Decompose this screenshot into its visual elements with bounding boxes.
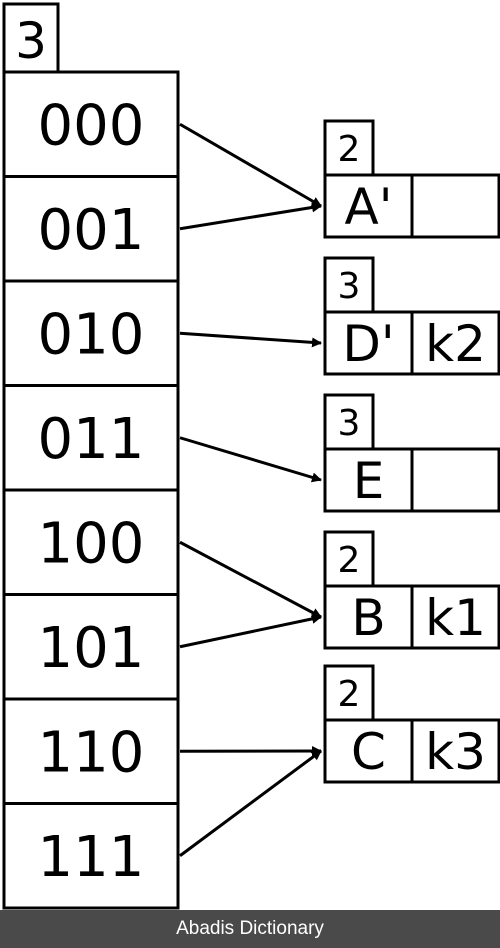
bucket-slot [323, 447, 414, 513]
pointer-arrow [179, 540, 322, 619]
bucket-slot-value: E [353, 452, 385, 510]
bucket-slot [323, 310, 414, 376]
pointer-arrow [179, 122, 322, 208]
pointer-arrow [179, 436, 322, 483]
directory: 000 001 010 011 100 101 110 111 [2, 70, 180, 910]
bucket: 2A' [323, 119, 500, 239]
directory-key: 001 [38, 198, 145, 263]
pointer-arrow [179, 749, 322, 857]
directory-cell: 110 [2, 697, 180, 805]
bucket-slot [410, 718, 500, 784]
local-depth-box [323, 119, 375, 177]
bucket-slot-value: C [351, 723, 386, 781]
bucket: 3D' k2 [323, 256, 500, 376]
pointer-arrow [179, 202, 322, 231]
directory-key: 000 [38, 93, 145, 158]
bucket-slot [410, 447, 500, 513]
local-depth-label: 2 [338, 540, 361, 581]
local-depth-label: 2 [338, 674, 361, 715]
bucket: 3E [323, 393, 500, 513]
bucket-slot-value: D' [342, 315, 394, 373]
directory-cell: 010 [2, 279, 180, 387]
global-depth-label: 3 [15, 12, 47, 70]
directory-cell: 001 [2, 175, 180, 283]
bucket-slot [323, 718, 414, 784]
pointer-arrow [179, 331, 322, 348]
directory-cell: 000 [2, 70, 180, 178]
directory-cell: 100 [2, 488, 180, 596]
bucket-slot [410, 310, 500, 376]
bucket-slot-value: k2 [425, 315, 486, 373]
bucket-slot [410, 584, 500, 650]
directory-key: 100 [38, 511, 145, 576]
bucket-slot [410, 173, 500, 239]
local-depth-box [323, 530, 375, 588]
local-depth-label: 3 [338, 266, 361, 307]
bucket-slot-value: k3 [425, 723, 486, 781]
directory-cell: 111 [2, 802, 180, 910]
directory-key: 010 [38, 302, 145, 367]
footer-banner: Abadis Dictionary [0, 910, 500, 948]
pointer-arrows [179, 122, 322, 857]
bucket-slot-value: B [351, 589, 385, 647]
global-depth-box: 3 [2, 2, 60, 74]
footer-text: Abadis Dictionary [176, 918, 324, 939]
directory-key: 111 [38, 825, 145, 890]
directory-key: 011 [38, 407, 145, 472]
local-depth-label: 2 [338, 129, 361, 170]
directory-key: 110 [38, 720, 145, 785]
local-depth-box [323, 664, 375, 722]
pointer-arrow [179, 613, 322, 649]
directory-key: 101 [38, 616, 145, 681]
local-depth-label: 3 [338, 403, 361, 444]
directory-cell: 011 [2, 384, 180, 492]
directory-cell: 101 [2, 593, 180, 701]
bucket-slot-value: A' [345, 178, 393, 236]
bucket-slot-value: k1 [425, 589, 486, 647]
